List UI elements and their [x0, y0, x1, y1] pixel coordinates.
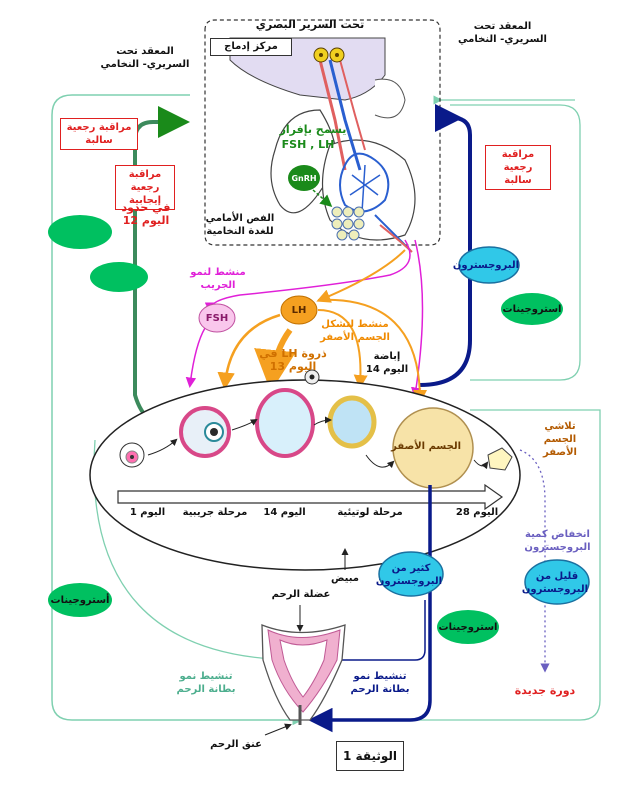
- ovary-label: مبيض: [331, 573, 359, 584]
- fsh-stimulates-label: منشط لنمو الجريب: [190, 267, 246, 291]
- positive-feedback-box: مراقبة رجعية إيجابية: [115, 165, 175, 210]
- negative-feedback-left-box: مراقبة رجعية سالبة: [60, 118, 138, 150]
- negative-feedback-right-box: مراقبة رجعية سالبة: [485, 145, 551, 190]
- day12-label: في حدود اليوم 12: [121, 201, 171, 227]
- much-progesterone-label: كثير من البروجسترون: [375, 563, 442, 587]
- progesterone-oval-label: البروجسترون: [452, 260, 519, 271]
- integration-center-label: مركز إدماج: [210, 38, 292, 56]
- gnrh-label: GnRH: [291, 174, 317, 183]
- uterine-muscle-label: عضلة الرحم: [271, 589, 331, 600]
- anterior-lobe-label: الفص الأمامي للغدة النخامية: [205, 213, 275, 237]
- lh-stimulates-label: منشط لتشكل الجسم الأصفر: [320, 319, 390, 343]
- estrogen-lining-label: تنشيط نمو بطانة الرحم: [176, 671, 236, 695]
- estrogens-left-oval-label: أستروجينات: [50, 595, 110, 606]
- complex-right-label: المعقد تحت السريري- النخامي: [458, 21, 547, 45]
- new-cycle-label: دورة جديدة: [514, 684, 576, 697]
- lh-oval-label: LH: [291, 305, 307, 316]
- progesterone-lining-label: تنشيط نمو بطانة الرحم: [350, 671, 410, 695]
- progesterone-decrease-label: انخفاض كمية البروجسترون: [524, 529, 591, 553]
- corpus-luteum-label: الجسم الأصفر: [391, 441, 461, 452]
- day14-label: اليوم 14: [263, 507, 306, 518]
- ovulation-label: إباضة اليوم 14: [365, 351, 409, 375]
- follicular-phase-label: مرحلة جريبية: [182, 507, 248, 518]
- document-label: الوثيقة 1: [336, 741, 404, 771]
- day1-label: اليوم 1: [129, 507, 166, 518]
- lh-peak-label: ذروة LH في اليوم 13: [259, 347, 327, 373]
- estrogens-bottom-oval-label: استروجينات: [438, 622, 498, 633]
- luteal-phase-label: مرحلة لوتيئية: [337, 507, 403, 518]
- complex-left-label: المعقد تحت السريري- النخامي: [100, 46, 190, 70]
- estrogens-right-oval-label: استروجينات: [502, 304, 562, 315]
- day28-label: اليوم 28: [455, 507, 499, 518]
- allows-release-label: يسمح بإفراز: [279, 123, 347, 136]
- fsh-lh-label: FSH , LH: [281, 138, 335, 151]
- corpus-degeneration-label: تلاشي الجسم الأصفر: [543, 421, 577, 458]
- fsh-oval-label: FSH: [205, 313, 229, 324]
- cervix-label: عنق الرحم: [210, 739, 262, 750]
- little-progesterone-label: قليل من البروجسترون: [521, 571, 588, 595]
- hypothalamus-title: تحت السرير البصري: [255, 18, 365, 31]
